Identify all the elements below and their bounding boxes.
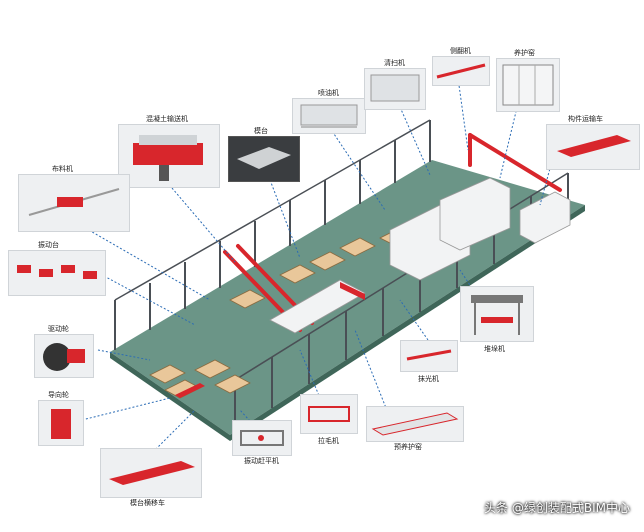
floor-edge bbox=[110, 352, 230, 441]
trowel-thumb bbox=[400, 340, 458, 372]
watermark-text: 头条 @绿创装配式BIM中心 bbox=[484, 501, 630, 515]
label-vibrating-leveler: 振动赶平机 bbox=[244, 457, 279, 465]
label-driving-wheel: 驱动轮 bbox=[48, 325, 69, 333]
distributor-thumb bbox=[18, 174, 130, 232]
white-machines bbox=[269, 177, 571, 334]
label-guide-wheel: 导向轮 bbox=[48, 391, 69, 399]
driving-wheel-thumb bbox=[34, 334, 94, 378]
mold-tables bbox=[149, 227, 411, 399]
label-stacker: 堆垛机 bbox=[484, 345, 505, 353]
frame-columns-back bbox=[114, 119, 431, 350]
spray-oil-thumb bbox=[292, 98, 366, 134]
label-cleaning: 清扫机 bbox=[384, 59, 405, 67]
guide-wheel-thumb bbox=[38, 400, 84, 446]
label-component-transport: 构件运输车 bbox=[568, 115, 603, 123]
label-spray-oil: 喷油机 bbox=[318, 89, 339, 97]
tilting-thumb bbox=[432, 56, 490, 86]
component-transport-thumb bbox=[546, 124, 640, 170]
label-mold-table: 模台 bbox=[254, 127, 268, 135]
concrete-distributor-thumb bbox=[118, 124, 220, 188]
label-concrete-distributor: 混凝土输送机 bbox=[146, 115, 188, 123]
label-pull-roller: 拉毛机 bbox=[318, 437, 339, 445]
label-tilting: 侧翻机 bbox=[450, 47, 471, 55]
label-distributor: 布料机 bbox=[52, 165, 73, 173]
red-machine-parts bbox=[175, 282, 365, 398]
vibration-table-thumb bbox=[8, 250, 106, 296]
floor-edge-right bbox=[230, 205, 585, 441]
mold-traverse-thumb bbox=[100, 448, 202, 498]
pre-curing-thumb bbox=[366, 406, 464, 442]
label-curing-kiln: 养护窑 bbox=[514, 49, 535, 57]
label-mold-traverse: 模台横移车 bbox=[130, 499, 165, 507]
label-vibration-table: 振动台 bbox=[38, 241, 59, 249]
vibrating-leveler-thumb bbox=[232, 420, 292, 456]
pull-roller-thumb bbox=[300, 394, 358, 434]
stacker-thumb bbox=[460, 286, 534, 342]
cleaning-thumb bbox=[364, 68, 426, 110]
curing-kiln-thumb bbox=[496, 58, 560, 112]
mold-table-thumb bbox=[228, 136, 300, 182]
label-trowel: 抹光机 bbox=[418, 375, 439, 383]
label-pre-curing: 预养护窑 bbox=[394, 443, 422, 451]
leader-lines bbox=[74, 77, 556, 456]
